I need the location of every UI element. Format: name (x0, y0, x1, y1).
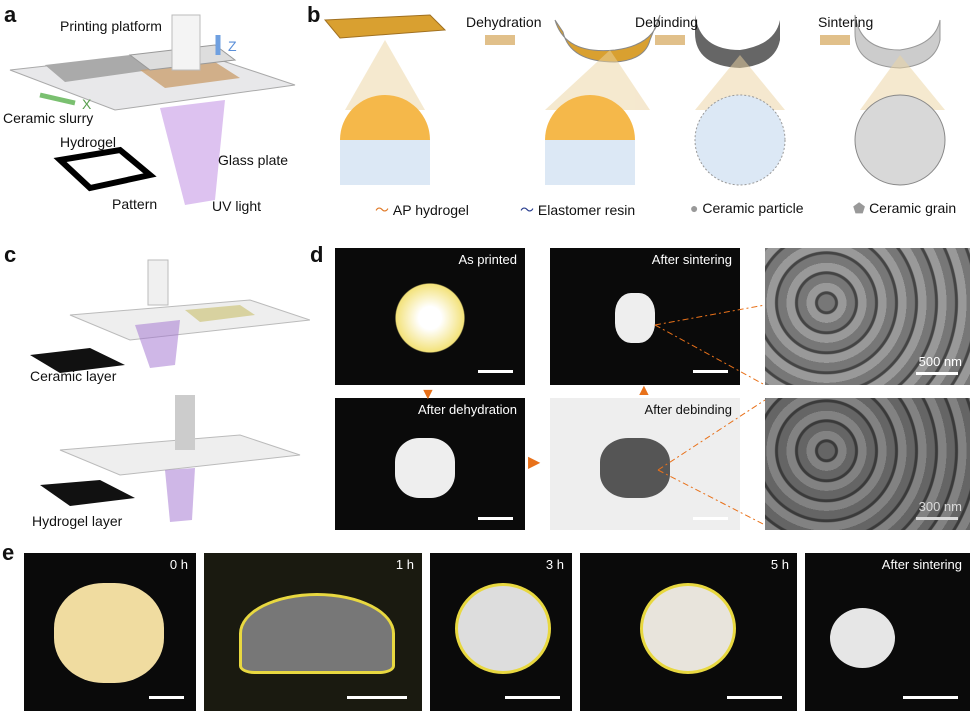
photo-as-printed: As printed (335, 248, 525, 385)
arrow-icon (820, 35, 850, 45)
label-z: Z (228, 38, 237, 54)
wave-icon: 〜 (520, 202, 534, 218)
photo-caption: 3 h (545, 557, 564, 572)
legend-text: AP hydrogel (392, 202, 469, 218)
printer-schematic (9, 14, 296, 205)
panel-label-a: a (4, 2, 17, 27)
photo-caption: After debinding (644, 402, 732, 417)
legend-elastomer: 〜 Elastomer resin (520, 200, 635, 220)
label-hydrogel: Hydrogel (60, 134, 117, 150)
legend-text: Ceramic particle (702, 200, 804, 216)
arrow-right-icon: ▶ (528, 454, 541, 471)
photo-caption: 1 h (395, 557, 414, 572)
sem-debinded: 300 nm (765, 398, 970, 530)
photo-3h: 3 h (430, 553, 572, 711)
label-ceramic-layer: Ceramic layer (30, 368, 117, 384)
legend-ap-hydrogel: 〜 AP hydrogel (375, 200, 469, 220)
multimaterial-schematic (30, 259, 310, 522)
pentagon-icon: ⬟ (853, 200, 866, 216)
arrow-down-icon: ▼ (420, 386, 436, 403)
zoom-lines (654, 304, 766, 526)
label-uv-light: UV light (212, 198, 262, 214)
sem-sintered: 500 nm (765, 248, 970, 385)
process-schematic (323, 14, 946, 186)
arrow-icon (485, 35, 515, 45)
arrow-up-icon: ▲ (636, 382, 652, 399)
photo-after-debinding: After debinding (550, 398, 740, 530)
legend-particle: ● Ceramic particle (690, 200, 804, 216)
label-ceramic-slurry: Ceramic slurry (3, 110, 94, 126)
photo-1h: 1 h (204, 553, 422, 711)
photo-caption: After dehydration (417, 402, 517, 417)
panel-label-d: d (310, 242, 324, 267)
label-glass-plate: Glass plate (218, 152, 289, 168)
step-sintering: Sintering (818, 14, 874, 30)
photo-caption: After sintering (651, 252, 732, 267)
legend-text: Elastomer resin (537, 202, 636, 218)
photo-after-sintering: After sintering (550, 248, 740, 385)
scale-label: 300 nm (918, 499, 962, 514)
wave-icon: 〜 (375, 202, 389, 218)
photo-after-sintering-e: After sintering (805, 553, 970, 711)
legend-grain: ⬟ Ceramic grain (853, 200, 956, 217)
photo-caption: 0 h (169, 557, 188, 572)
photo-5h: 5 h (580, 553, 797, 711)
label-printing-platform: Printing platform (60, 18, 162, 34)
panel-label-c: c (4, 242, 17, 267)
photo-0h: 0 h (24, 553, 196, 711)
panel-label-b: b (307, 2, 321, 27)
arrow-icon (655, 35, 685, 45)
circle-icon: ● (690, 200, 699, 216)
photo-caption: As printed (458, 252, 517, 267)
panel-label-e: e (2, 540, 15, 565)
photo-after-dehydration: After dehydration (335, 398, 525, 530)
photo-caption: After sintering (881, 557, 962, 572)
legend-text: Ceramic grain (869, 200, 957, 216)
label-x: X (82, 96, 92, 112)
step-dehydration: Dehydration (466, 14, 542, 30)
scale-label: 500 nm (918, 354, 962, 369)
step-debinding: Debinding (635, 14, 699, 30)
label-hydrogel-layer: Hydrogel layer (32, 513, 123, 529)
label-pattern: Pattern (112, 196, 158, 212)
photo-caption: 5 h (770, 557, 789, 572)
